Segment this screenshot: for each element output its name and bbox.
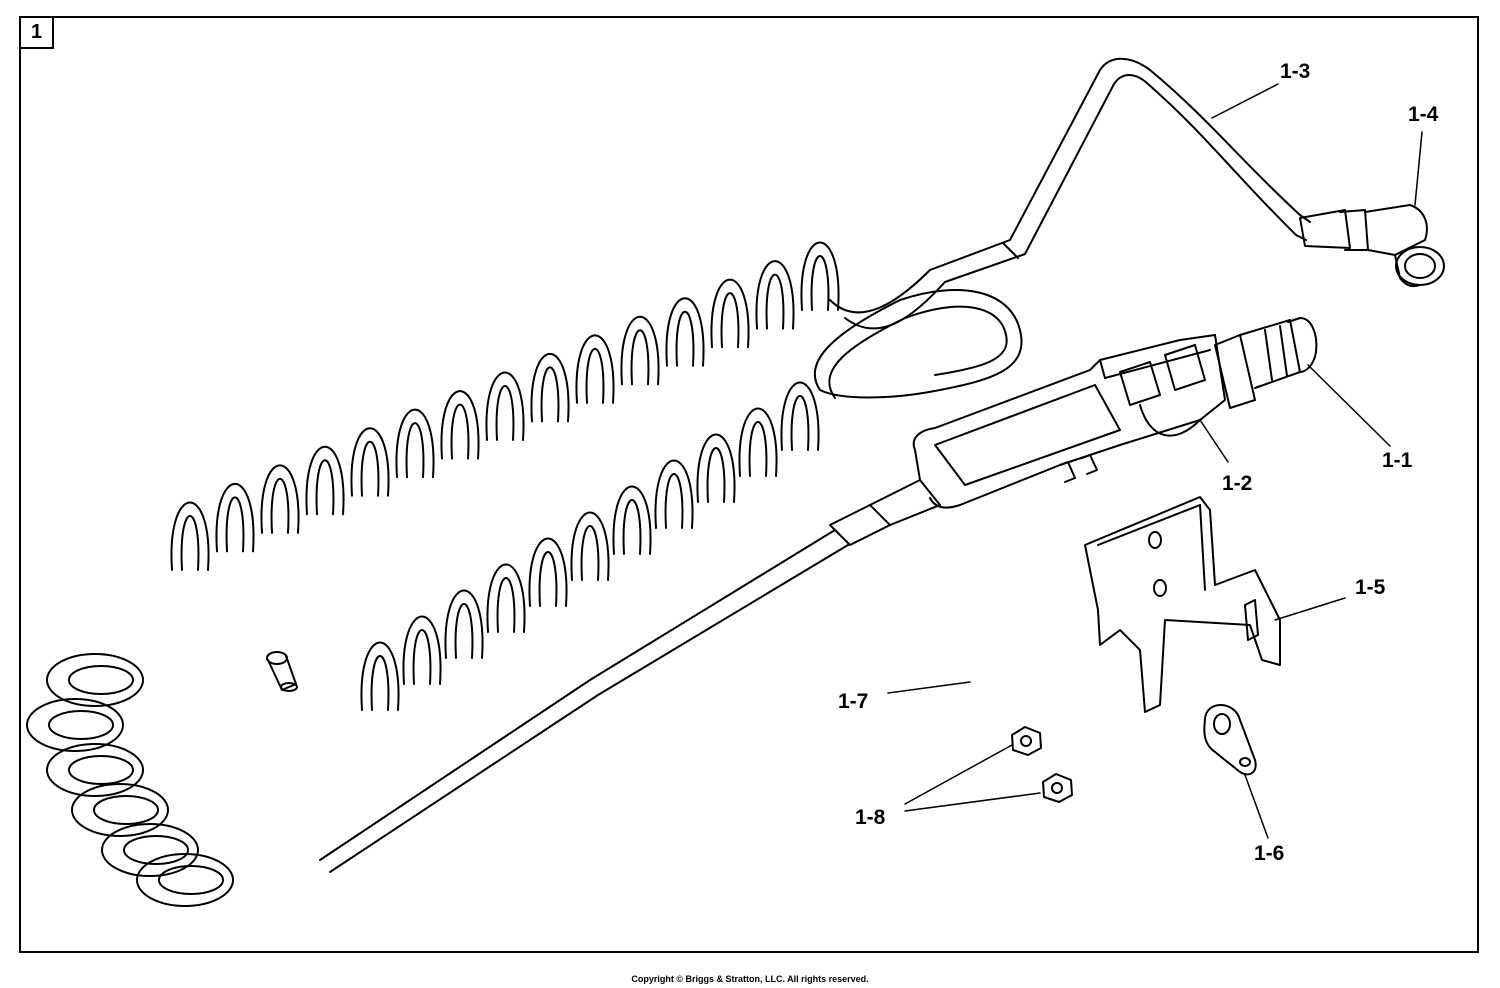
end-coil-loop — [46, 743, 144, 797]
callout-1-5: 1-5 — [1355, 576, 1386, 599]
end-coil-loop-inner — [158, 865, 224, 895]
lower-coil-loop — [486, 563, 526, 633]
leader-lines — [887, 83, 1423, 839]
end-coil-loop-inner — [123, 835, 189, 865]
hose-from-gun — [319, 529, 849, 873]
lower-coil-loop — [654, 459, 694, 529]
upper-coil-loop — [395, 408, 435, 479]
clevis-pin — [266, 651, 298, 692]
upper-coil-loop — [305, 445, 345, 516]
lower-coil-loop — [570, 511, 610, 581]
copyright-notice: Copyright © Briggs & Stratton, LLC. All … — [631, 974, 869, 984]
upper-coil-loop — [575, 334, 615, 404]
end-coil-loop-inner — [93, 795, 159, 825]
hose-lead-to-fitting — [829, 57, 1311, 330]
upper-coil-loop — [485, 371, 525, 441]
diagram-number-box: 1 — [19, 16, 54, 49]
coiled-hose-end-turn — [26, 653, 234, 907]
callout-1-7: 1-7 — [838, 690, 868, 713]
mounting-bracket — [1084, 496, 1281, 713]
upper-coil-loop — [260, 464, 300, 534]
lower-coil-loop — [780, 381, 820, 451]
end-coil-loop — [71, 783, 169, 837]
end-coil-loop — [46, 653, 144, 707]
coiled-hose-upper-run — [170, 241, 840, 571]
upper-coil-loop — [350, 427, 390, 497]
upper-coil-loop — [215, 482, 255, 553]
lower-coil-loop — [612, 485, 652, 555]
upper-coil-loop — [800, 241, 840, 311]
callout-1-1: 1-1 — [1382, 449, 1413, 472]
end-coil-loop — [136, 853, 234, 907]
end-coil-loop — [101, 823, 199, 877]
end-coil-loop-inner — [68, 755, 134, 785]
elbow-fitting — [1299, 204, 1445, 288]
upper-coil-loop — [620, 315, 660, 386]
upper-coil-loop — [440, 390, 480, 460]
end-coil-loop-inner — [48, 710, 114, 740]
hex-nut-upper — [1011, 726, 1042, 756]
end-coil-loop-inner — [68, 665, 134, 695]
lower-coil-loop — [696, 433, 736, 503]
coiled-hose-lower-run — [360, 381, 820, 711]
lower-coil-loop — [528, 537, 568, 607]
lower-coil-loop — [444, 589, 484, 659]
upper-coil-loop — [530, 352, 570, 423]
upper-coil-loop — [755, 260, 795, 330]
hose-clamp — [1203, 704, 1257, 776]
callout-1-4: 1-4 — [1408, 103, 1439, 126]
end-coil-loop — [26, 698, 124, 752]
diagram-frame — [19, 16, 1479, 953]
lower-coil-loop — [360, 641, 400, 711]
hose-loop-to-gun — [813, 289, 1023, 399]
nozzle — [1214, 317, 1318, 409]
hex-nut-lower — [1042, 773, 1073, 803]
upper-coil-loop — [710, 278, 750, 349]
callout-1-6: 1-6 — [1254, 842, 1284, 865]
spray-gun — [829, 334, 1226, 546]
callout-1-2: 1-2 — [1222, 472, 1252, 495]
upper-coil-loop — [665, 297, 705, 367]
lower-coil-loop — [402, 615, 442, 685]
callout-1-8: 1-8 — [855, 806, 886, 829]
lower-coil-loop — [738, 407, 778, 477]
callout-1-3: 1-3 — [1280, 60, 1310, 83]
upper-coil-loop — [170, 501, 210, 571]
